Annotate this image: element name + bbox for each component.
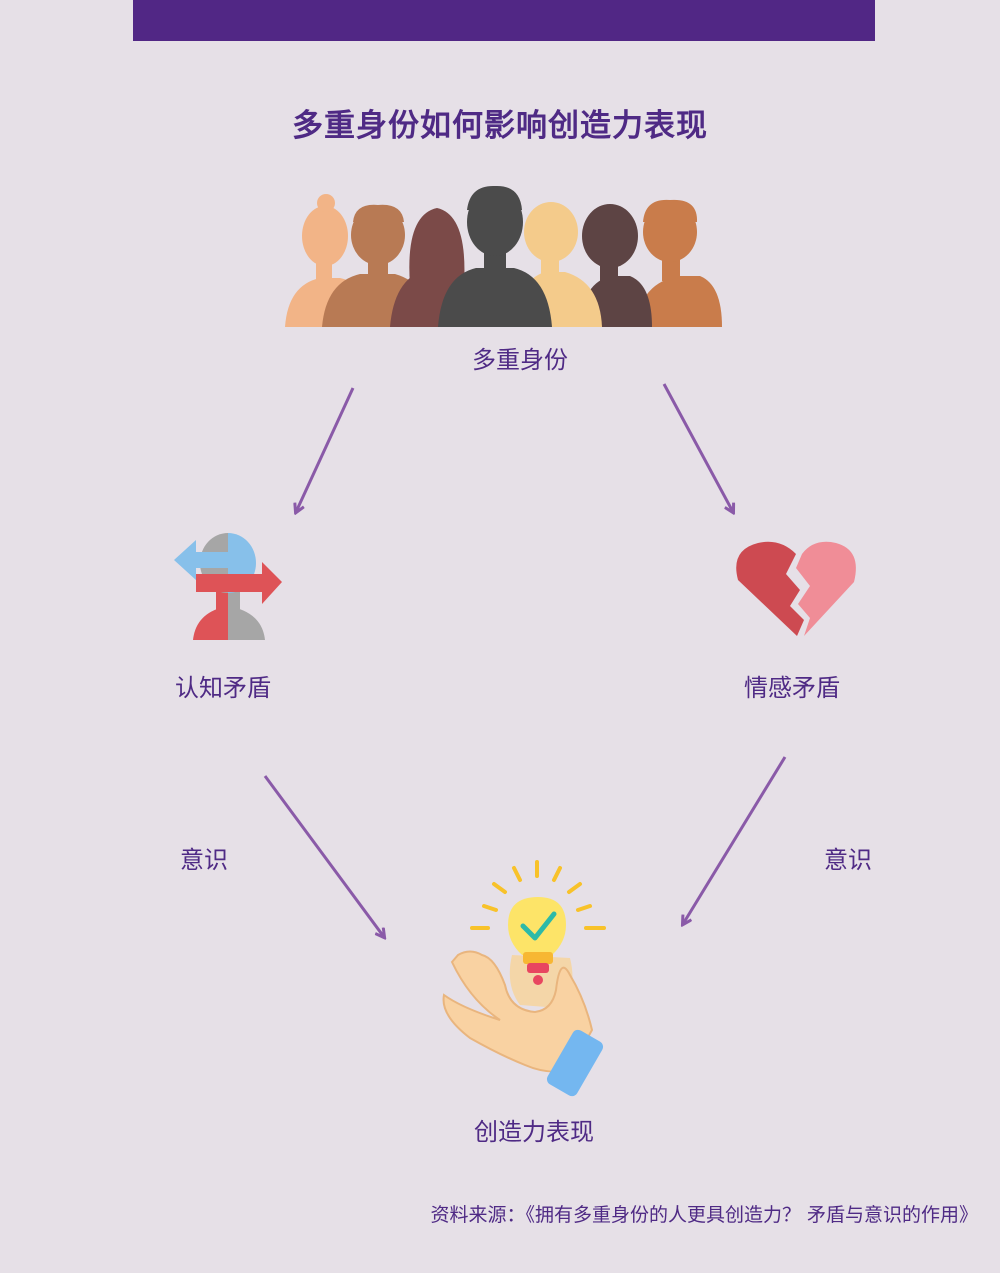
node-cognitive-conflict: 认知矛盾 — [175, 674, 271, 702]
hand-lightbulb-icon — [442, 860, 606, 1097]
edge-label-awareness-right: 意识 — [824, 846, 872, 874]
edge-label-awareness-left: 意识 — [180, 846, 228, 874]
arrow-emotional-to-creativity — [683, 756, 787, 924]
node-creativity-performance: 创造力表现 — [474, 1118, 594, 1146]
page-title: 多重身份如何影响创造力表现 — [292, 108, 708, 144]
arrow-cognitive-to-creativity — [263, 775, 384, 937]
broken-heart-icon — [736, 541, 856, 636]
arrow-identity-to-cognitive — [296, 387, 355, 512]
people-group-icon — [285, 185, 722, 327]
node-multiple-identities: 多重身份 — [472, 346, 568, 374]
arrow-identity-to-emotional — [662, 383, 733, 512]
conflicted-head-icon — [174, 533, 282, 640]
source-citation: 资料来源：《拥有多重身份的人更具创造力？ 矛盾与意识的作用》 — [430, 1204, 978, 1226]
node-emotional-conflict: 情感矛盾 — [744, 674, 840, 702]
top-accent-bar — [133, 0, 875, 41]
